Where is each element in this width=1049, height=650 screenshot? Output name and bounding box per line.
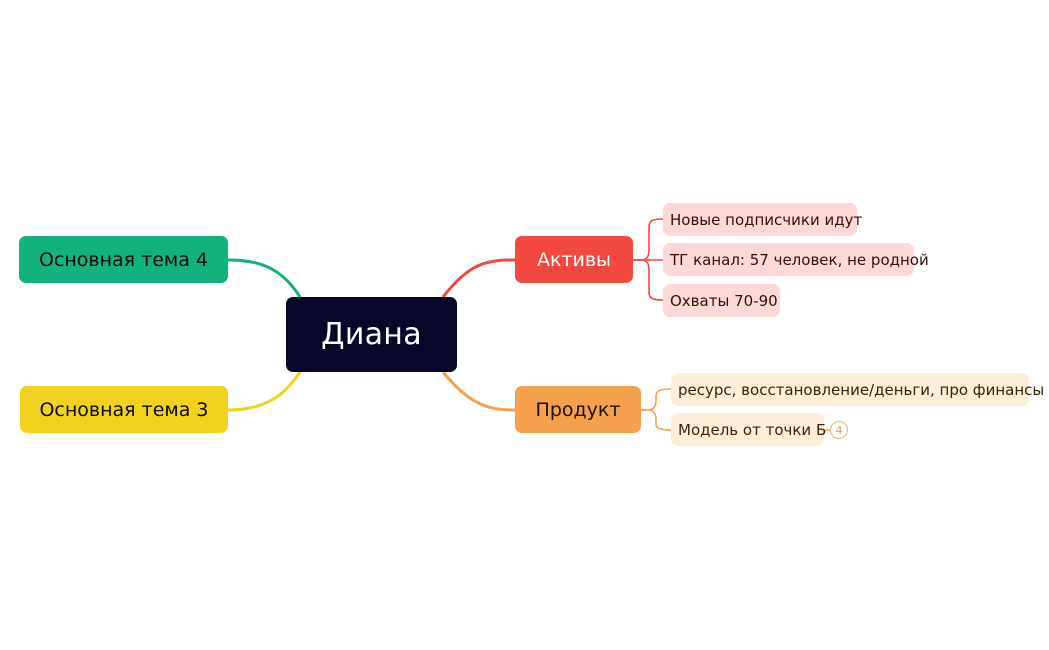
topic-produkt[interactable]: Продукт [515,386,641,433]
topic-aktivy[interactable]: Активы [515,236,633,283]
link-tema3 [227,371,302,412]
link-aktivy-child-3 [633,259,664,301]
subtopic-model-ot-tochki-b[interactable]: Модель от точки Б [671,413,826,446]
central-topic[interactable]: Диана [286,297,457,372]
subtopic-tg-kanal[interactable]: ТГ канал: 57 человек, не родной [663,243,929,276]
subtopic-resurs[interactable]: ресурс, восстановление/деньги, про финан… [671,373,1044,406]
link-produkt [441,371,516,412]
topic-osnovnaya-tema-4[interactable]: Основная тема 4 [19,236,228,283]
link-aktivy [441,258,516,298]
subtopic-ohvaty[interactable]: Охваты 70-90 [663,284,780,317]
link-produkt-child-2 [641,409,672,431]
link-tema4 [227,258,302,298]
link-produkt-child-1 [641,388,672,411]
collapsed-count-badge[interactable]: 4 [830,421,848,439]
link-aktivy-child-1 [633,218,664,261]
topic-osnovnaya-tema-3[interactable]: Основная тема 3 [20,386,228,433]
subtopic-novye-podpischiki[interactable]: Новые подписчики идут [663,203,862,236]
